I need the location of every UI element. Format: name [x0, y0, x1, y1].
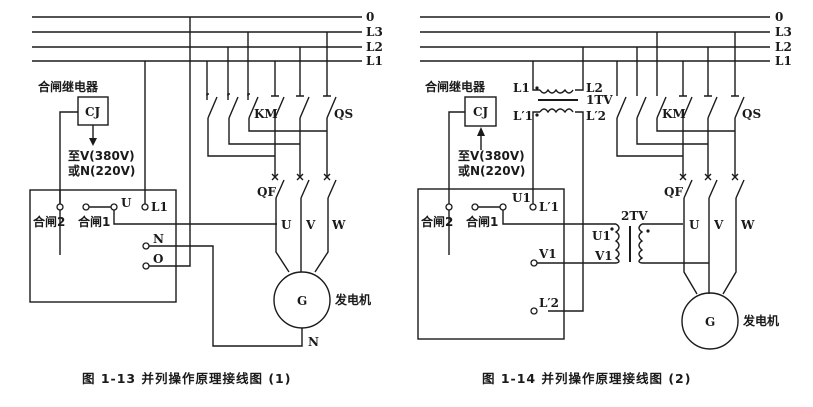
relay-title: 合闸继电器	[425, 79, 486, 94]
relay-note-2: 或N(220V)	[68, 163, 135, 178]
bus-label-l2: L2	[775, 40, 792, 54]
tv2-label-u1: U1	[592, 229, 611, 243]
qf-breaker	[679, 173, 745, 295]
phase-label-w: W	[331, 218, 346, 232]
qf-label: QF	[664, 185, 683, 199]
qf-label: QF	[257, 185, 276, 199]
phase-label-v: V	[713, 218, 724, 232]
phase-label-w: W	[740, 218, 755, 232]
caption-fig-1-14: 图 1-14 并列操作原理接线图 (2)	[482, 371, 691, 386]
terminal-label-close2: 合闸2	[421, 214, 453, 229]
tv1-label-l2p: L′2	[586, 109, 606, 123]
transformer-2tv	[610, 223, 709, 264]
relay-note-2: 或N(220V)	[458, 163, 525, 178]
terminal-label-l1: L1	[151, 200, 168, 214]
arrow-down-icon	[89, 138, 97, 146]
terminal-l2p	[530, 307, 538, 315]
terminal-l1p	[529, 203, 537, 211]
terminal-close1	[82, 203, 90, 211]
terminal-label-o: O	[153, 252, 163, 266]
qs-label: QS	[742, 107, 761, 121]
figure-1-13: 0 L3 L2 L1 合闸继电器 CJ 至V(380V) 或N(220V) U …	[29, 10, 383, 386]
generator-symbol	[681, 292, 739, 350]
generator-label: 发电机	[742, 313, 779, 328]
relay-title: 合闸继电器	[38, 79, 99, 94]
tv1-label-l1p: L′1	[513, 109, 533, 123]
arrow-up-icon	[477, 127, 485, 136]
relay-note-1: 至V(380V)	[458, 149, 525, 163]
bus-bars: 0 L3 L2 L1	[420, 10, 792, 68]
terminal-close2	[56, 203, 64, 211]
transformer-1tv	[532, 47, 584, 312]
bus-label-0: 0	[366, 10, 374, 24]
generator-g: G	[297, 294, 307, 308]
phase-label-u: U	[689, 218, 700, 232]
terminal-label-close1: 合闸1	[466, 214, 498, 229]
terminal-label-u: U	[121, 196, 132, 210]
sync-controller-box	[417, 188, 565, 340]
caption-fig-1-13: 图 1-13 并列操作原理接线图 (1)	[82, 371, 291, 386]
figure-1-14: 0 L3 L2 L1 合闸继电器 CJ 至V(380V) 或N(220V) L1…	[417, 10, 792, 386]
terminal-n	[142, 242, 150, 250]
tv2-name: 2TV	[621, 209, 648, 223]
relay-cj-label: CJ	[473, 105, 489, 119]
relay-note-1: 至V(380V)	[68, 149, 135, 163]
terminal-o	[142, 262, 150, 270]
terminal-l1	[141, 203, 149, 211]
terminal-close1	[471, 203, 479, 211]
terminal-label-u1: U1	[512, 191, 531, 205]
generator-symbol	[273, 271, 331, 329]
neutral-label: N	[308, 335, 319, 349]
phase-label-v: V	[305, 218, 316, 232]
terminal-u	[110, 203, 118, 211]
terminal-v1	[530, 259, 538, 267]
bus-label-0: 0	[775, 10, 783, 24]
relay-cj-label: CJ	[85, 105, 101, 119]
wire-u-to-phase-u	[113, 210, 277, 225]
terminal-label-close2: 合闸2	[33, 214, 65, 229]
qs-switch	[271, 32, 337, 178]
relay-wire-close2	[448, 111, 465, 255]
bus-bars: 0 L3 L2 L1	[32, 10, 383, 68]
bus-label-l3: L3	[366, 25, 383, 39]
wire-0-to-terminal	[146, 17, 191, 267]
wire-n-to-generator	[149, 245, 303, 347]
phase-label-u: U	[281, 218, 292, 232]
terminal-label-l2p: L′2	[539, 296, 559, 310]
tv1-label-l2: L2	[586, 81, 603, 95]
km-switch	[206, 32, 327, 157]
km-label: KM	[254, 107, 278, 121]
terminal-label-n: N	[153, 232, 164, 246]
terminal-label-close1: 合闸1	[78, 214, 110, 229]
qf-breaker	[271, 173, 337, 273]
tv1-label-l1: L1	[513, 81, 530, 95]
tv1-name: 1TV	[586, 93, 613, 107]
km-switch	[616, 32, 735, 157]
qs-label: QS	[334, 107, 353, 121]
relay-wire-close2	[59, 111, 78, 255]
terminal-close2	[445, 203, 453, 211]
bus-label-l2: L2	[366, 40, 383, 54]
bus-label-l1: L1	[366, 54, 383, 68]
tv2-label-v1: V1	[594, 249, 613, 263]
terminal-u1	[499, 203, 507, 211]
bus-label-l1: L1	[775, 54, 792, 68]
wire-u1-to-2tv	[502, 210, 616, 225]
bus-label-l3: L3	[775, 25, 792, 39]
qs-switch	[679, 32, 745, 178]
generator-g: G	[705, 315, 715, 329]
km-label: KM	[662, 107, 686, 121]
generator-label: 发电机	[334, 292, 371, 307]
terminal-label-v1: V1	[538, 247, 557, 261]
terminal-label-l1p: L′1	[539, 200, 559, 214]
